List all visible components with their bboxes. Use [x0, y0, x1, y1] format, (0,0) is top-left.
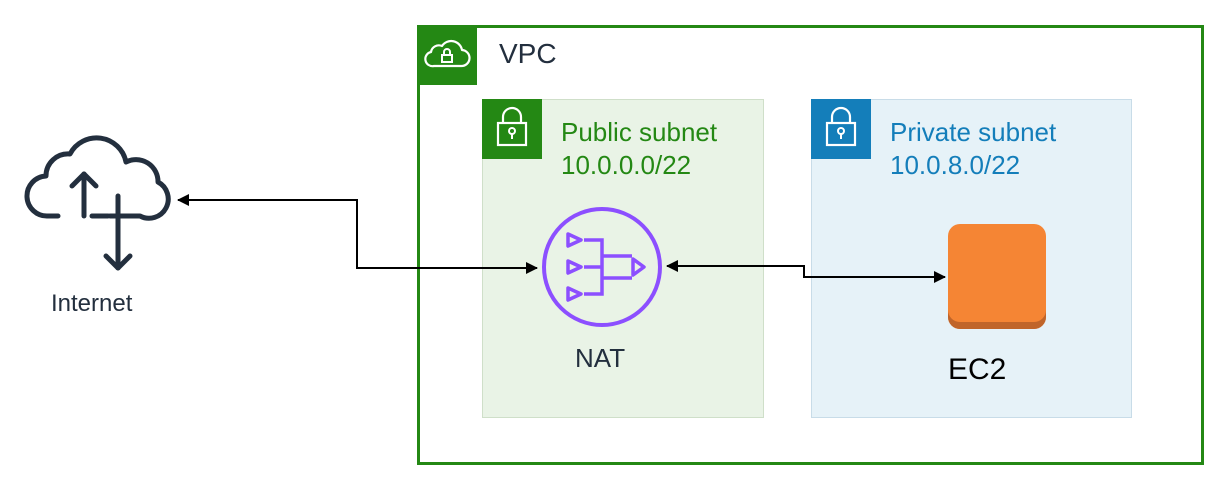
internet-label: Internet [51, 290, 133, 317]
public-subnet-cidr: 10.0.0.0/22 [561, 150, 692, 180]
public-subnet-label: Public subnet 10.0.0.0/22 [561, 116, 717, 182]
lock-icon [496, 106, 528, 147]
ec2-label: EC2 [948, 353, 1007, 386]
private-subnet-name: Private subnet [890, 117, 1057, 147]
vpc-badge [417, 25, 477, 85]
edge-internet-nat [177, 194, 538, 274]
private-subnet-label: Private subnet 10.0.8.0/22 [890, 116, 1056, 182]
public-subnet-name: Public subnet [561, 117, 718, 147]
nat-gateway-icon [542, 207, 662, 327]
public-subnet-badge [482, 99, 542, 159]
nat-label: NAT [575, 343, 626, 373]
ec2-instance-icon [948, 224, 1046, 329]
lock-icon [825, 106, 857, 147]
cloud-lock-icon [424, 39, 471, 68]
private-subnet-cidr: 10.0.8.0/22 [890, 150, 1021, 180]
cloud-upload-download-icon [24, 135, 171, 271]
vpc-label: VPC [499, 38, 557, 69]
edge-nat-ec2 [666, 260, 946, 283]
private-subnet-badge [811, 99, 871, 159]
